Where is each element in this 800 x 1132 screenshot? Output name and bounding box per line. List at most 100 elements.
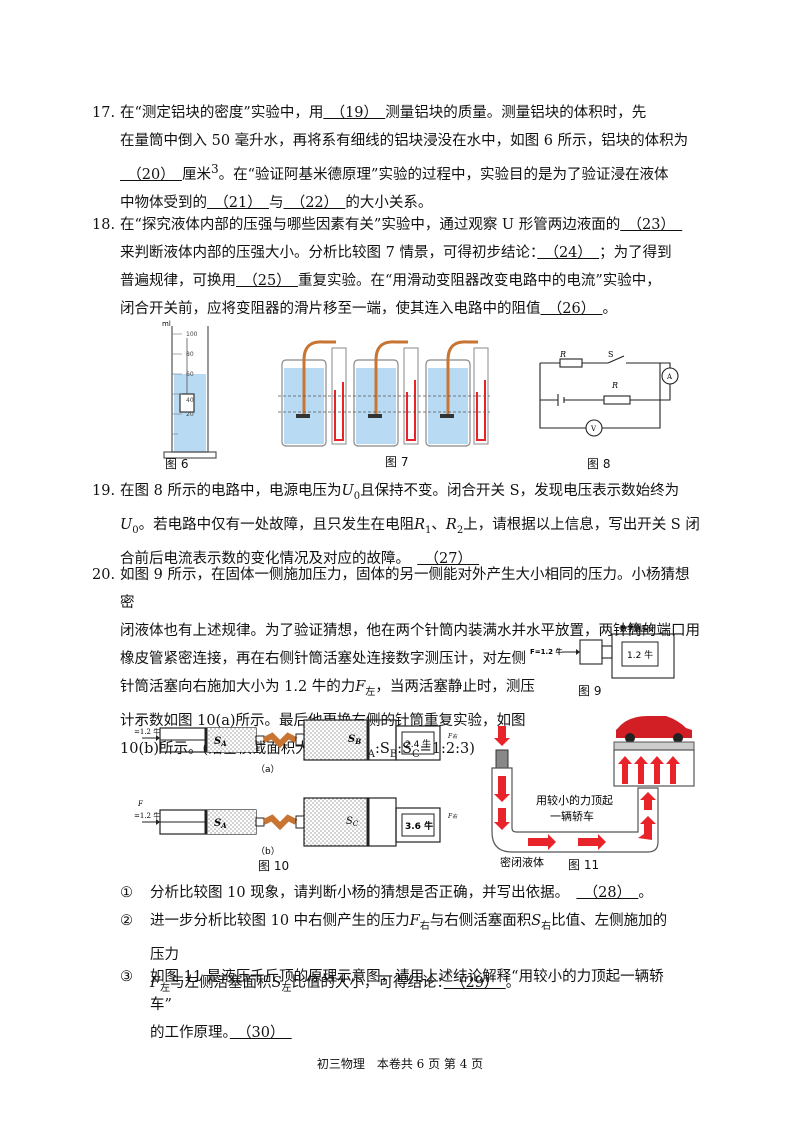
text: 。 bbox=[505, 974, 521, 991]
symbol-u0: U bbox=[341, 483, 354, 499]
figure-11-caption: 图 11 bbox=[568, 858, 600, 872]
question-number: 17. bbox=[92, 105, 116, 121]
sealed-liquid-label: 密闭液体 bbox=[500, 855, 544, 869]
answer-blank-26[interactable]: （26） bbox=[540, 301, 603, 317]
text: 比值、左侧施加的压力 bbox=[150, 913, 668, 963]
text: 在“测定铝块的密度”实验中，用 bbox=[120, 105, 324, 121]
label-b: （b） bbox=[256, 846, 280, 857]
subscript: B bbox=[389, 748, 398, 760]
answer-blank-25[interactable]: （25） bbox=[236, 273, 298, 289]
text: 闭合开关前，应将变阻器的滑片移至一端，使其连入电路中的阻值 bbox=[120, 301, 541, 317]
text: 。若电路中仅有一处故障，且只发生在电阻 bbox=[138, 516, 415, 533]
rubber-tube bbox=[262, 814, 298, 831]
item-mark: ② bbox=[120, 913, 133, 929]
text: 与左侧活塞面积 bbox=[170, 974, 272, 991]
r1-label: R bbox=[559, 350, 566, 359]
text: 来判断液体内部的压强大小。分析比较图 7 情景，可得初步结论： bbox=[120, 245, 538, 261]
meter-reading: 1.2 牛 bbox=[627, 649, 653, 661]
sub-question-3: ③ 如图 11 是液压千斤顶的原理示意图，请用上述结论解释“用较小的力顶起一辆轿… bbox=[120, 963, 680, 1047]
text: 且保持不变。闭合开关 S，发现电压表示数始终为 bbox=[360, 483, 680, 499]
text: 与 bbox=[268, 194, 284, 211]
force-label: F=1.2 牛 bbox=[530, 647, 562, 656]
answer-blank-28[interactable]: （28） bbox=[576, 885, 639, 901]
answer-blank-24[interactable]: （24） bbox=[537, 245, 600, 261]
sa-label: SA bbox=[214, 736, 227, 748]
tick-label: 60 bbox=[186, 371, 194, 378]
figure-6-caption: 图 6 bbox=[165, 457, 189, 471]
text: 普遍规律，可换用 bbox=[120, 273, 236, 289]
answer-blank-27[interactable]: （27） bbox=[417, 550, 480, 567]
text: 进一步分析比较图 10 中右侧产生的压力 bbox=[150, 913, 410, 929]
question-number: 19. bbox=[92, 483, 116, 499]
figure-8-caption: 图 8 bbox=[587, 457, 611, 471]
figure-10-caption: 图 10 bbox=[258, 859, 290, 873]
text: 比值的大小，可得结论： bbox=[291, 974, 444, 991]
scale-marks bbox=[172, 333, 182, 435]
tick-label: 80 bbox=[186, 351, 194, 358]
small-piston bbox=[495, 749, 509, 769]
answer-blank-29[interactable]: （29） bbox=[443, 974, 506, 991]
question-number: 20. bbox=[92, 567, 116, 583]
label-a: （a） bbox=[256, 764, 280, 775]
f-left-label: F bbox=[137, 716, 144, 724]
text: ，当两活塞静止时，测压 bbox=[375, 679, 535, 695]
answer-blank-23[interactable]: （23） bbox=[620, 217, 683, 233]
sub-question-2: ② 进一步分析比较图 10 中右侧产生的压力F右与右侧活塞面积S右比值、左侧施加… bbox=[120, 907, 680, 1003]
text: 合前后电流表示数的变化情况及对应的故障。 bbox=[120, 550, 403, 567]
text: 厘米 bbox=[181, 166, 211, 183]
question-19: 19. 在图 8 所示的电路中，电源电压为U0且保持不变。闭合开关 S，发现电压… bbox=[92, 477, 702, 573]
text: 的大小关系。 bbox=[345, 194, 433, 211]
text: =1:2:3) bbox=[419, 740, 475, 757]
symbol-f-left: F bbox=[355, 679, 366, 695]
large-piston bbox=[613, 741, 695, 751]
answer-blank-22[interactable]: （22） bbox=[283, 194, 346, 211]
text: ；为了得到 bbox=[599, 245, 672, 261]
jack-text-2: 一辆轿车 bbox=[550, 809, 594, 823]
answer-blank-21[interactable]: （21） bbox=[207, 194, 269, 211]
sa-label: SA bbox=[214, 818, 227, 830]
text: 在量筒中倒入 50 毫升水，再将系有细线的铝块浸没在水中，如图 6 所示，铝块的… bbox=[120, 133, 689, 149]
question-17: 17. 在“测定铝块的密度”实验中，用 （19） 测量铝块的质量。测量铝块的体积… bbox=[92, 99, 702, 217]
text: 。在“验证阿基米德原理”实验的过程中，实验目的是为了验证浸在液体 bbox=[218, 166, 669, 183]
text: 如图 11 是液压千斤顶的原理示意图，请用上述结论解释“用较小的力顶起一辆轿车” bbox=[150, 969, 664, 1013]
syringe-a-right bbox=[295, 719, 441, 761]
beaker-3 bbox=[425, 340, 489, 447]
f-left-label: F bbox=[137, 800, 144, 808]
text: 在图 8 所示的电路中，电源电压为 bbox=[120, 483, 342, 499]
water bbox=[174, 374, 206, 452]
upward-arrows bbox=[618, 756, 680, 784]
flow-arrows bbox=[494, 776, 656, 850]
figure-9-caption: 图 9 bbox=[578, 684, 602, 698]
sb-label: SB bbox=[348, 734, 361, 746]
f-right-label: F右 bbox=[447, 813, 458, 820]
solid-block bbox=[579, 639, 603, 665]
question-20: 20. 如图 9 所示，在固体一侧施加压力，固体的另一侧能对外产生大小相同的压力… bbox=[92, 561, 702, 769]
answer-blank-19[interactable]: （19） bbox=[323, 105, 386, 121]
answer-blank-20[interactable]: （20） bbox=[120, 166, 182, 183]
figure-8-circuit: R S R A V bbox=[539, 350, 679, 437]
cylinder-base bbox=[163, 451, 217, 459]
text: 与右侧活塞面积 bbox=[429, 913, 532, 929]
beaker-2 bbox=[353, 340, 419, 447]
ammeter-label: A bbox=[666, 373, 673, 381]
syringe-b-left bbox=[159, 809, 265, 835]
figure-9-solid-pressure: F=1.2 牛 数字测压计 1.2 牛 bbox=[530, 624, 675, 679]
r2-label: R bbox=[611, 381, 618, 390]
f-value: =1.2 牛 bbox=[134, 811, 160, 820]
jack-text-1: 用较小的力顶起 bbox=[536, 793, 613, 807]
text: 针筒活塞向右施加大小为 1.2 牛的力 bbox=[120, 679, 356, 695]
figure-7-pressure-beakers bbox=[278, 340, 490, 447]
text: 、 bbox=[431, 516, 446, 533]
figure-11-hydraulic-jack: 用较小的力顶起 一辆轿车 密闭液体 bbox=[491, 716, 695, 869]
text: 。 bbox=[638, 885, 653, 901]
page-footer: 初三物理 本卷共 6 页 第 4 页 bbox=[316, 1057, 484, 1071]
figure-7-caption: 图 7 bbox=[385, 455, 409, 469]
tick-label: 20 bbox=[186, 411, 194, 418]
item-mark: ③ bbox=[120, 969, 133, 985]
answer-blank-30[interactable]: （30） bbox=[229, 1025, 292, 1041]
text: 上，请根据以上信息，写出开关 S 闭 bbox=[463, 516, 700, 533]
text: 中物体受到的 bbox=[120, 194, 207, 211]
voltmeter-label: V bbox=[590, 425, 597, 433]
fluid-pipe bbox=[491, 767, 659, 853]
question-18: 18. 在“探究液体内部的压强与哪些因素有关”实验中，通过观察 U 形管两边液面… bbox=[92, 211, 702, 323]
